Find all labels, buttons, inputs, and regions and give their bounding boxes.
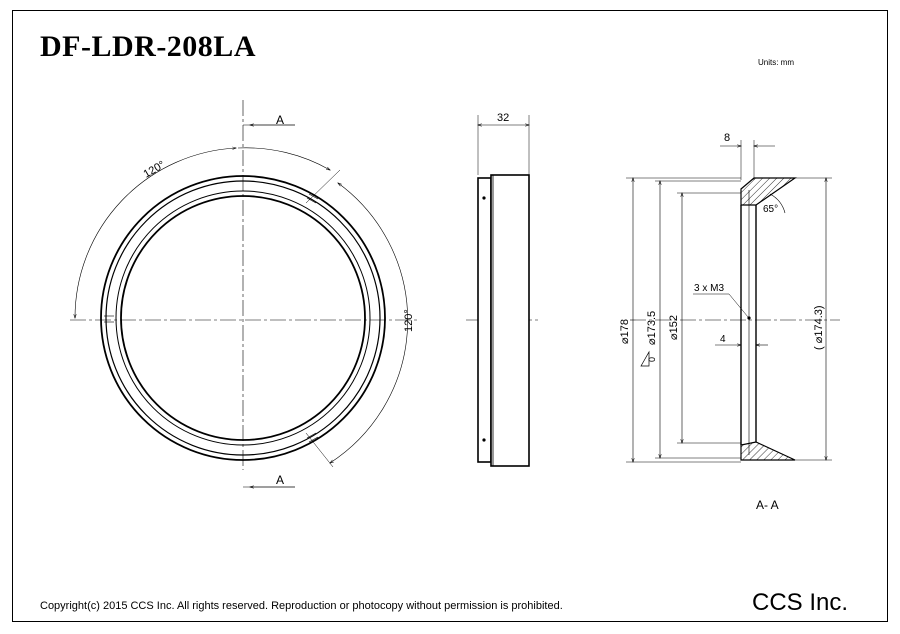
side-width-dim: 32 xyxy=(497,112,509,124)
section-dim-152: ⌀152 xyxy=(668,315,680,340)
section-dim-173: ⌀173.5 xyxy=(646,311,658,345)
section-view: 8 65° ⌀178 ⌀173.5 ⌀152 ( ⌀174.3) 3 xyxy=(619,132,840,512)
company-name: CCS Inc. xyxy=(752,589,849,616)
section-dim-ref: ( ⌀174.3) xyxy=(813,305,825,350)
section-dim-4: 4 xyxy=(720,334,726,345)
section-dim-angle: 65° xyxy=(763,204,778,215)
drawing-title: DF-LDR-208LA xyxy=(40,30,256,63)
copyright-notice: Copyright(c) 2015 CCS Inc. All rights re… xyxy=(40,600,563,612)
section-dim-8: 8 xyxy=(724,132,730,144)
units-note: Units: mm xyxy=(758,58,794,67)
section-title: A- A xyxy=(756,498,779,512)
section-label-top: A xyxy=(276,113,284,127)
datum-triangle-icon xyxy=(640,350,650,367)
section-label-bottom: A xyxy=(276,473,284,487)
section-dim-178: ⌀178 xyxy=(619,319,631,344)
side-view: 32 xyxy=(466,112,540,467)
angle-top-label: 120° xyxy=(142,159,168,181)
angle-right-label: 120° xyxy=(403,309,415,332)
section-datum: 0 xyxy=(647,357,657,362)
front-view: A A 120° 120° xyxy=(70,100,420,487)
drawing-frame xyxy=(12,10,888,622)
section-dim-tap: 3 x M3 xyxy=(694,283,724,294)
